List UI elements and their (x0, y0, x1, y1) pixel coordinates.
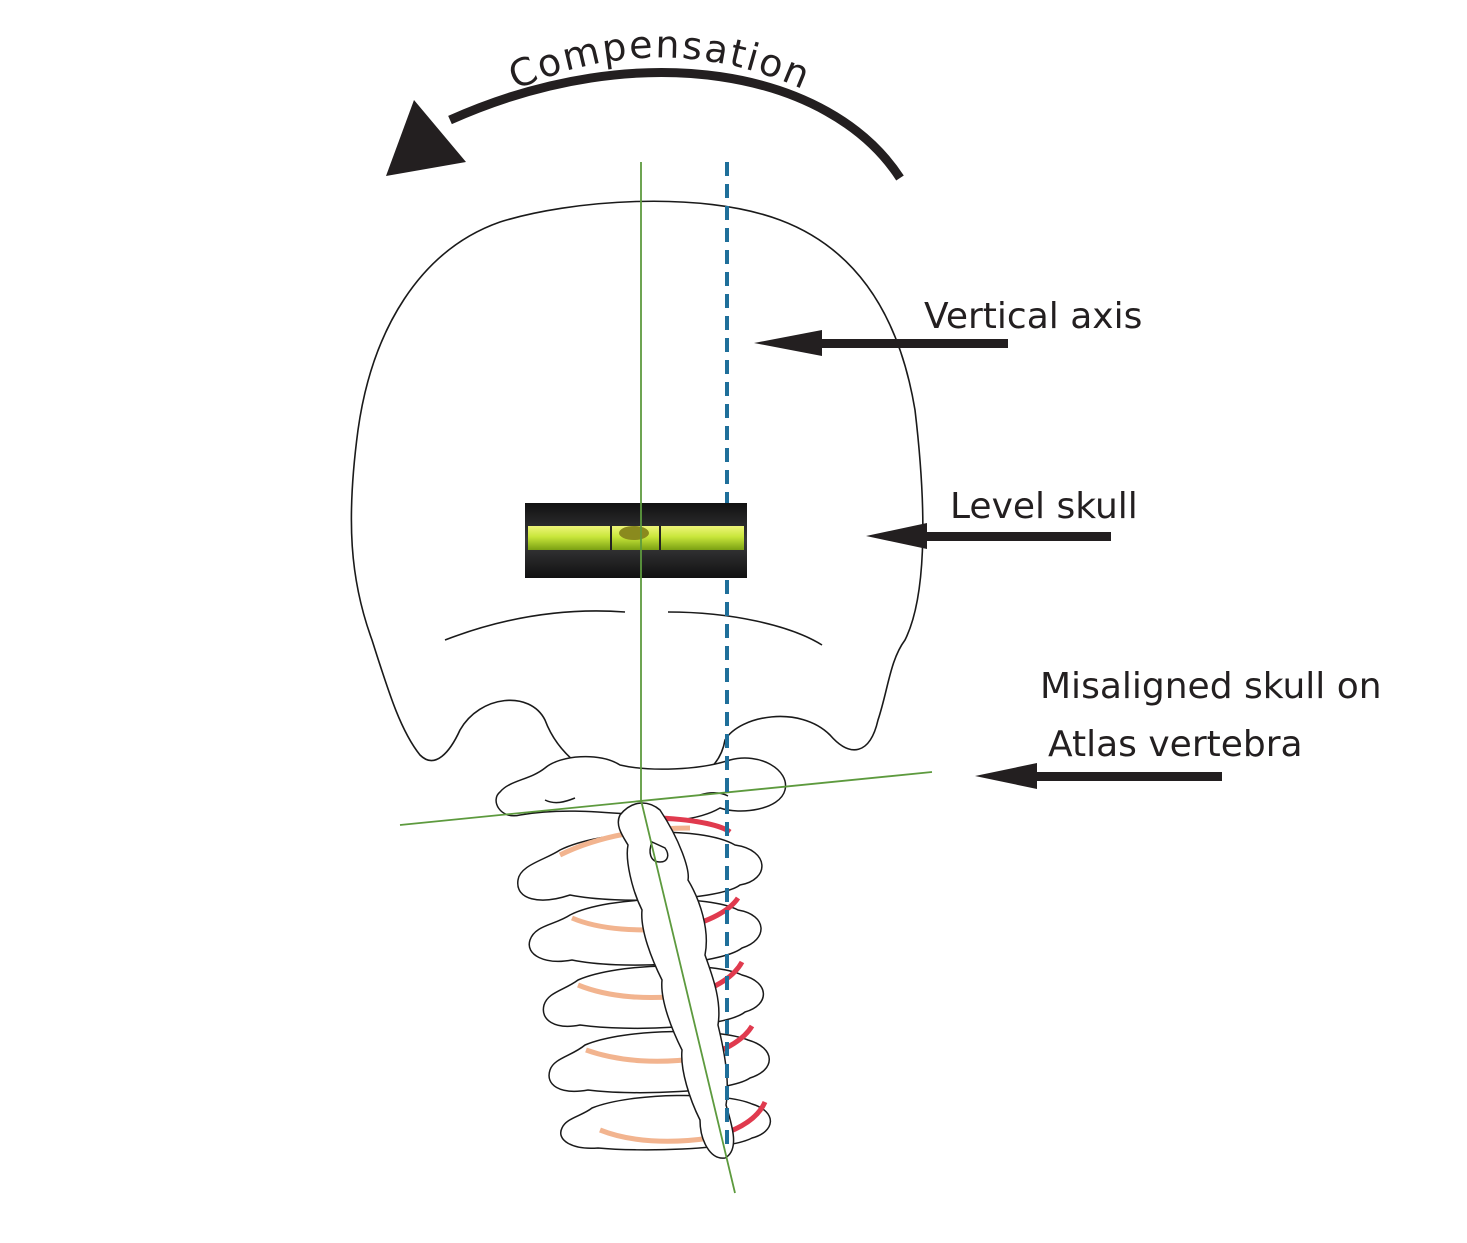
skull (350, 200, 924, 791)
misaligned-arrowhead (975, 763, 1037, 789)
spine-tilt-line (640, 799, 736, 1194)
level-skull-arrow-shaft (925, 532, 1111, 541)
level-bubble (619, 526, 649, 540)
atlas-tilt-line (399, 771, 933, 826)
skull-outline (350, 200, 924, 791)
misaligned-label-line2: Atlas vertebra (1048, 724, 1303, 765)
vertical-axis-arrow (754, 330, 1008, 356)
misaligned-arrow (975, 763, 1222, 789)
level-skull-label: Level skull (950, 486, 1138, 527)
misaligned-label-line1: Misaligned skull on (1040, 666, 1382, 707)
disc-c6-front (599, 1127, 711, 1144)
skull-ridge-left (444, 610, 626, 641)
green-axes (399, 162, 933, 1194)
skull-ridge-right (667, 611, 823, 646)
spirit-level (525, 503, 747, 578)
vertical-axis-label: Vertical axis (924, 296, 1142, 337)
vertical-axis-arrow-shaft (820, 339, 1008, 348)
cervical-spine (495, 755, 787, 1159)
atlas-notch-left (544, 797, 576, 804)
misaligned-arrow-shaft (1035, 772, 1222, 781)
compensation-arc (448, 68, 904, 181)
compensation-arrowhead (386, 100, 466, 176)
level-skull-arrow (866, 523, 1111, 549)
vertical-axis-arrowhead (754, 330, 822, 356)
level-skull-arrowhead (866, 523, 927, 549)
compensation-arrow (386, 68, 904, 181)
pointer-arrows (754, 330, 1222, 789)
